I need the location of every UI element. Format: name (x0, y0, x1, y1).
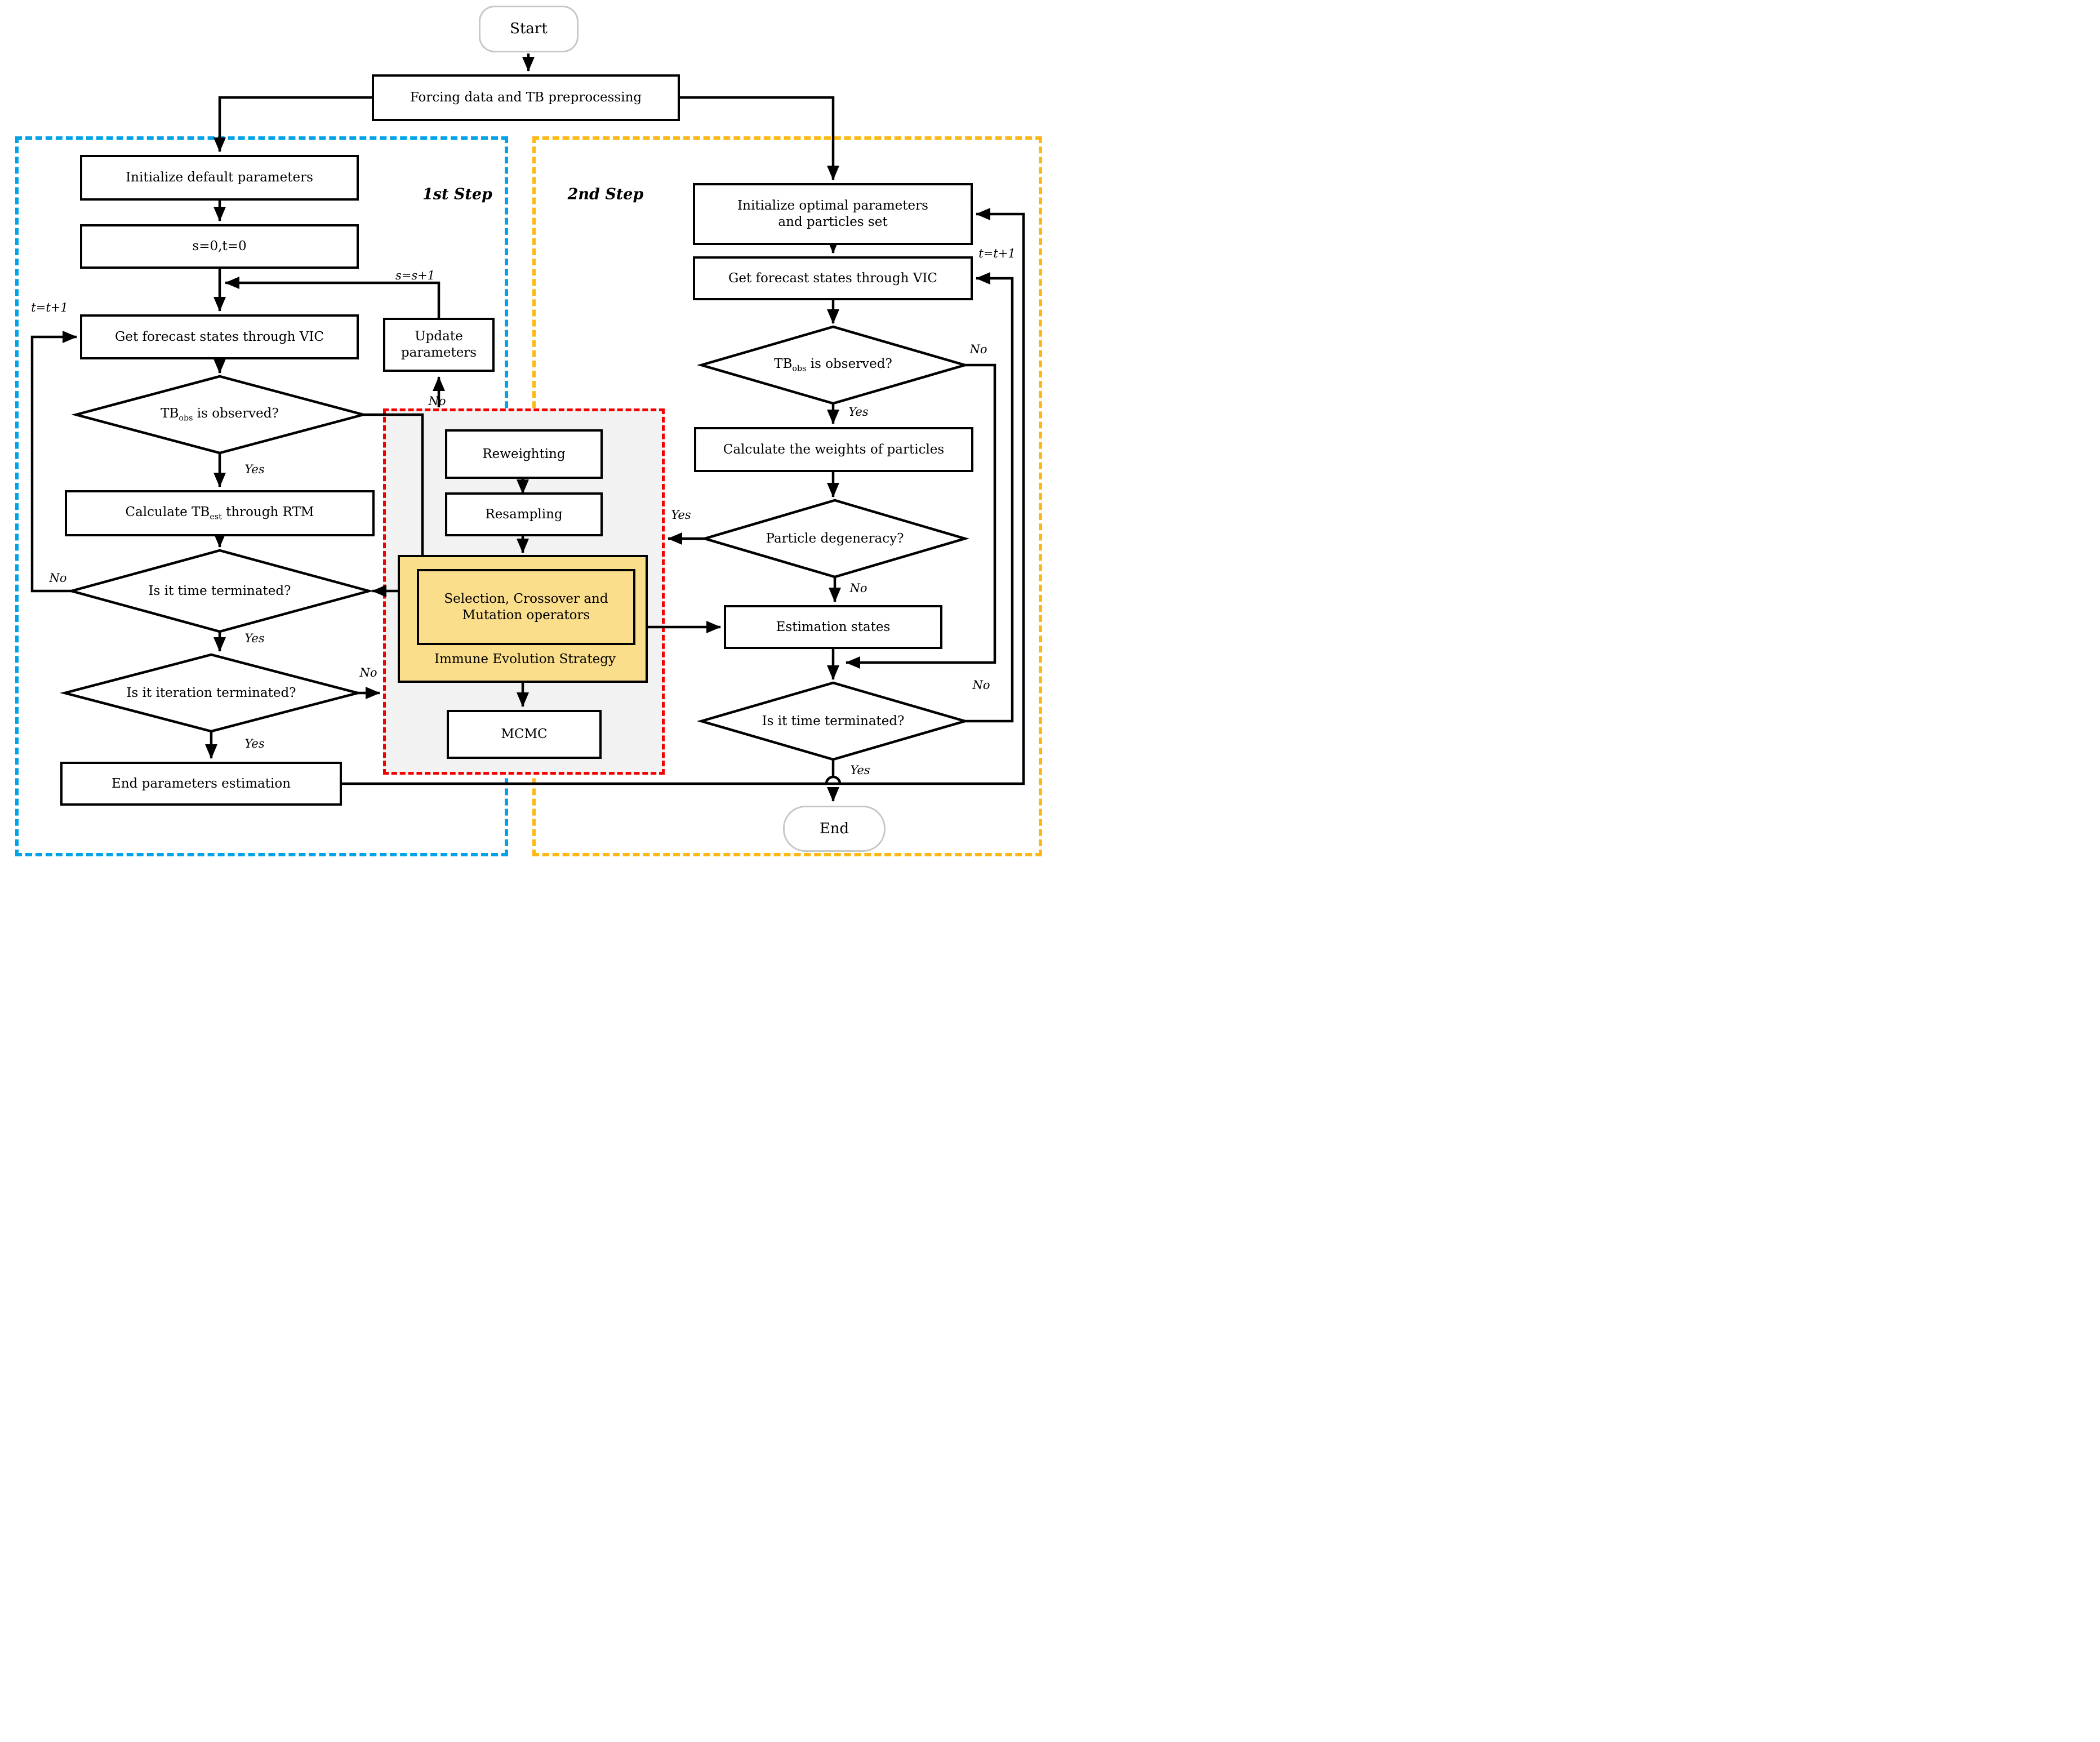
forcing-label: Forcing data and TB preprocessing (410, 90, 642, 105)
forcing-box: Forcing data and TB preprocessing (372, 74, 680, 121)
start-terminal: Start (479, 6, 579, 52)
immune-evolution-panel (383, 408, 665, 775)
start-label: Start (510, 20, 548, 38)
flowchart-canvas: Start Forcing data and TB preprocessing … (0, 0, 1050, 871)
